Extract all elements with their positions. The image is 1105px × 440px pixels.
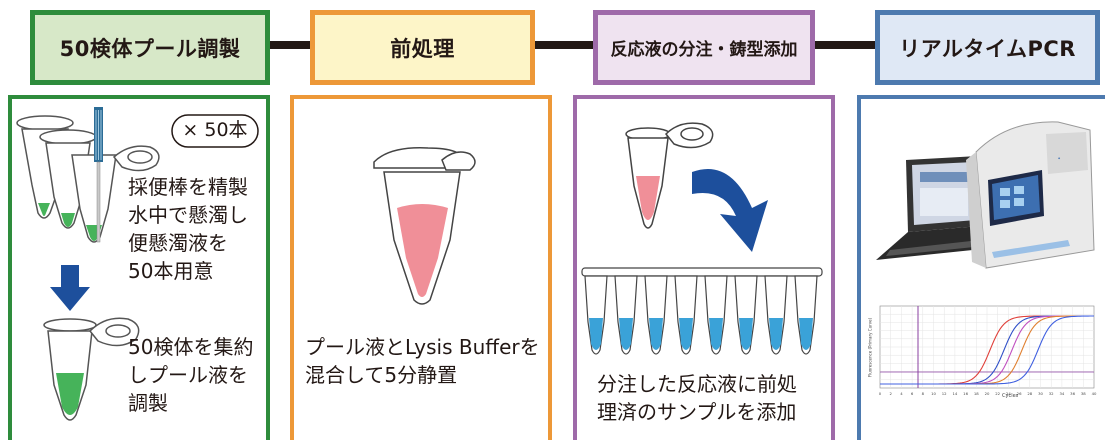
add-sample-text: 分注した反応液に前処 理済のサンプルを添加 (597, 372, 797, 424)
step-header-pcr: リアルタイムPCR (875, 10, 1100, 85)
sample-tube-illustration (625, 122, 714, 229)
lysis-tube-illustration (373, 147, 476, 305)
pooled-tube-illustration (43, 317, 140, 421)
step-header-pretreatment: 前処理 (310, 10, 535, 85)
mix-instruction-text: プール液とLysis Bufferを 混合して5分静置 (305, 335, 540, 387)
swab-prep-text: 採便棒を精製 水中で懸濁し 便懸濁液を 50本用意 (128, 175, 248, 283)
step-title: リアルタイムPCR (899, 36, 1076, 61)
pooling-text: 50検体を集約 しプール液を 調製 (128, 335, 254, 415)
amplification-curve (880, 315, 1094, 385)
x-tick-label: 36 (1070, 391, 1075, 396)
x-tick-label: 28 (1027, 391, 1032, 396)
x-tick-label: 16 (963, 391, 968, 396)
flow-connector (270, 41, 310, 49)
x-tick-label: 4 (900, 391, 903, 396)
x-tick-label: 34 (1059, 391, 1064, 396)
x-tick-label: 38 (1081, 391, 1086, 396)
x-tick-label: 30 (1038, 391, 1043, 396)
graph-x-label: Cycles (1002, 393, 1019, 399)
x-tick-label: 40 (1092, 391, 1097, 396)
x-tick-label: 26 (1017, 391, 1022, 396)
step-title: 前処理 (390, 36, 455, 61)
graph-y-label: Fluorescence (Primary Curve) (867, 317, 873, 378)
x-tick-label: 10 (931, 391, 936, 396)
x-tick-label: 18 (974, 391, 979, 396)
step-header-pool: 50検体プール調製 (30, 10, 270, 85)
x-tick-label: 14 (952, 391, 957, 396)
strip-tubes-illustration (581, 267, 823, 355)
x-tick-label: 32 (1049, 391, 1054, 396)
flow-connector (535, 41, 593, 49)
down-arrow-icon (50, 265, 90, 311)
svg-text:⬩: ⬩ (1058, 155, 1061, 162)
x-tick-label: 12 (942, 391, 947, 396)
count-badge (171, 114, 259, 148)
step-title: 50検体プール調製 (59, 36, 241, 61)
x-tick-label: 20 (985, 391, 990, 396)
x-tick-label: 22 (995, 391, 1000, 396)
x-tick-label: 2 (889, 391, 892, 396)
count-badge-label: × 50本 (182, 119, 248, 141)
tube-group-illustration (16, 107, 160, 243)
step-title: 反応液の分注・鋳型添加 (610, 40, 798, 60)
x-tick-label: 0 (879, 391, 882, 396)
x-tick-label: 8 (922, 391, 925, 396)
flow-connector (815, 41, 875, 49)
pcr-instrument-image: ⬩ (876, 121, 1095, 269)
x-tick-label: 24 (1006, 391, 1011, 396)
curved-arrow-icon (692, 168, 768, 252)
step-header-dispense: 反応液の分注・鋳型添加 (593, 10, 815, 85)
x-tick-label: 6 (911, 391, 914, 396)
